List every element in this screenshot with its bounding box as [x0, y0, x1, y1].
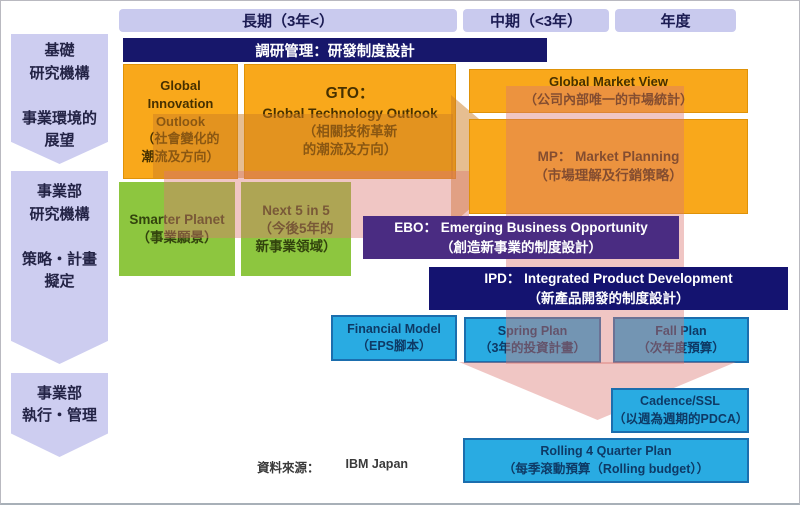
bar-ipd: IPD： Integrated Product Development （新產品… [429, 267, 788, 310]
box-next-5-in-5: Next 5 in 5 （今後5年的 新事業領域） [241, 182, 351, 276]
research-management-bar: 調研管理：研發制度設計 [123, 38, 547, 62]
source-value: IBM Japan [345, 457, 409, 471]
box-market-planning: MP： Market Planning （市場理解及行銷策略） [469, 119, 748, 214]
header-mid-term: 中期（<3年） [463, 9, 609, 32]
source-label: 資料來源： [257, 461, 320, 475]
orange-flow-arrow-body [153, 114, 453, 178]
left-label-division-exec: 事業部 執行・管理 [11, 373, 108, 457]
box-spring-plan: Spring Plan （3年的投資計畫） [464, 317, 601, 363]
header-annual: 年度 [615, 9, 736, 32]
box-rolling-4-quarter-plan: Rolling 4 Quarter Plan （每季滾動預算（Rolling b… [463, 438, 749, 483]
box-fall-plan: Fall Plan （次年度預算） [613, 317, 749, 363]
gto-title: GTO： [325, 84, 375, 102]
left-label-division-research: 事業部 研究機構 策略・計畫 擬定 [11, 171, 108, 364]
box-smarter-planet: Smarter Planet （事業願景） [119, 182, 235, 276]
header-long-term: 長期（3年<） [119, 9, 457, 32]
box-global-market-view: Global Market View （公司內部唯一的市場統計） [469, 69, 748, 113]
bar-ebo: EBO： Emerging Business Opportunity （創造新事… [363, 216, 679, 259]
source-note: 資料來源： IBM Japan [257, 457, 408, 476]
box-financial-model: Financial Model （EPS腳本） [331, 315, 457, 361]
box-cadence-ssl: Cadence/SSL （以週為週期的PDCA） [611, 388, 749, 433]
left-label-basic-research: 基礎 研究機構 事業環境的 展望 [11, 34, 108, 164]
